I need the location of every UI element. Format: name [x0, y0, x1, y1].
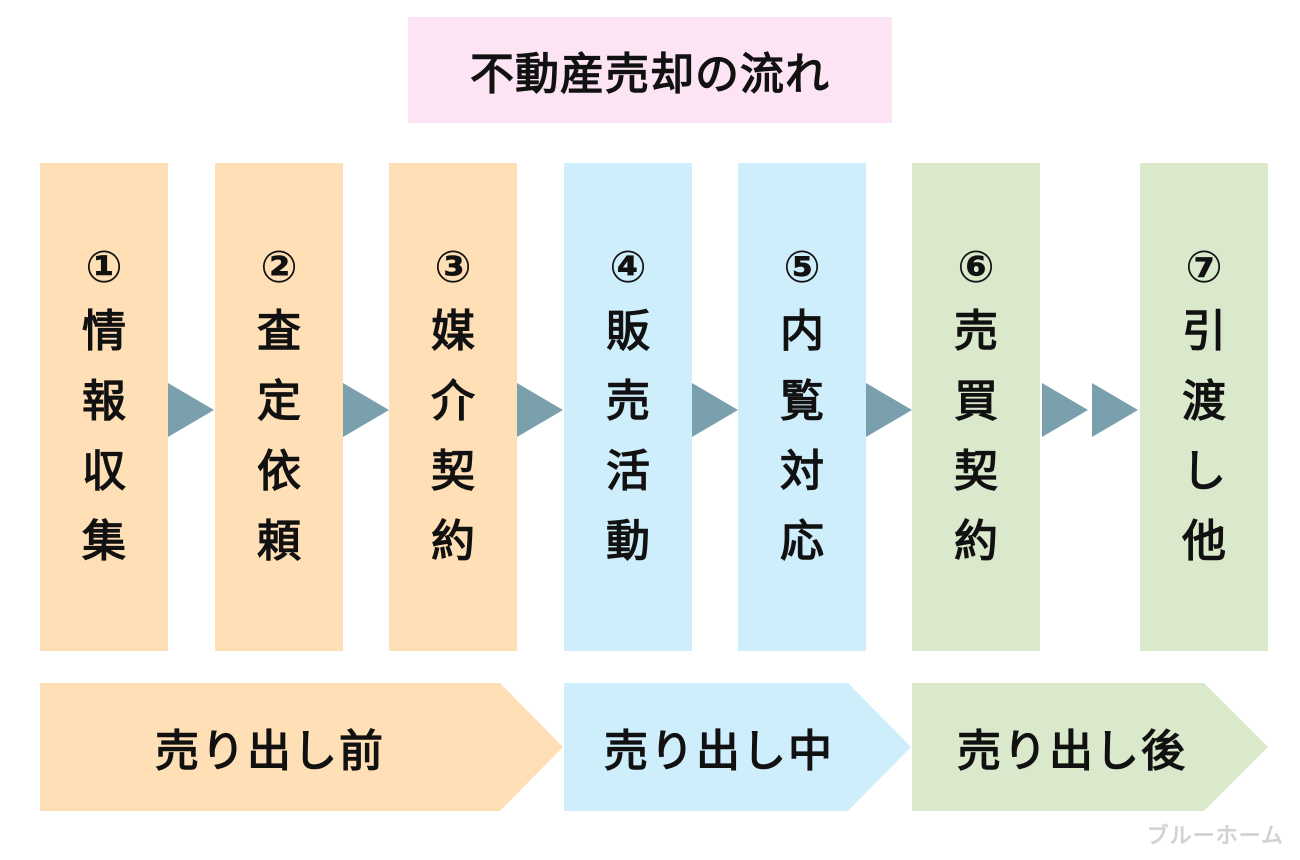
step-3-box: ③ 媒 介 契 約	[389, 163, 517, 651]
step-2-char-4: 頼	[257, 516, 301, 567]
phase-before-label: 売り出し前	[155, 726, 385, 777]
step-7-char-1: 引	[1182, 306, 1226, 357]
step-5-char-4: 応	[780, 516, 824, 567]
phase-after-shape	[912, 683, 1268, 811]
step-1-box: ① 情 報 収 集	[40, 163, 168, 651]
step-3-number: ③	[434, 242, 472, 293]
step-1-number: ①	[85, 242, 123, 293]
step-2-box: ② 査 定 依 頼	[215, 163, 343, 651]
step-6-char-2: 買	[954, 376, 998, 427]
step-5-char-3: 対	[780, 446, 824, 497]
step-3-char-4: 約	[431, 516, 475, 567]
step-5-number: ⑤	[783, 242, 821, 293]
step-1-char-1: 情	[82, 306, 126, 357]
phase-before-shape	[40, 683, 563, 811]
step-5-char-2: 覧	[780, 376, 824, 427]
diagram-title: 不動産売却の流れ	[408, 17, 892, 123]
step-3-char-1: 媒	[431, 306, 475, 357]
step-5-box: ⑤ 内 覧 対 応	[738, 163, 866, 651]
arrow-step-6-to-7-a	[1042, 383, 1088, 437]
step-6-char-3: 契	[954, 446, 998, 497]
step-5-char-1: 内	[780, 306, 824, 357]
arrow-step-5-to-6	[866, 383, 912, 437]
step-2-char-2: 定	[257, 376, 301, 427]
phase-during-label: 売り出し中	[604, 726, 834, 777]
step-6-box: ⑥ 売 買 契 約	[912, 163, 1040, 651]
step-7-char-3: し	[1182, 446, 1226, 497]
step-1-char-4: 集	[82, 516, 126, 567]
phase-during-shape	[564, 683, 911, 811]
step-4-char-1: 販	[606, 306, 650, 357]
step-4-char-4: 動	[606, 516, 650, 567]
arrow-step-4-to-5	[692, 383, 738, 437]
step-7-char-4: 他	[1182, 516, 1226, 567]
step-1-char-3: 収	[82, 446, 126, 497]
step-3-char-2: 介	[431, 376, 475, 427]
arrow-step-1-to-2	[168, 383, 214, 437]
step-2-char-1: 査	[257, 306, 301, 357]
arrow-step-2-to-3	[343, 383, 389, 437]
step-6-char-1: 売	[954, 306, 998, 357]
step-7-box: ⑦ 引 渡 し 他	[1140, 163, 1268, 651]
step-1-char-2: 報	[82, 376, 126, 427]
step-2-char-3: 依	[257, 446, 301, 497]
step-4-char-3: 活	[606, 446, 650, 497]
step-4-char-2: 売	[606, 376, 650, 427]
step-7-char-2: 渡	[1182, 376, 1226, 427]
arrow-step-3-to-4	[517, 383, 563, 437]
step-3-char-3: 契	[431, 446, 475, 497]
step-7-number: ⑦	[1185, 242, 1223, 293]
step-6-char-4: 約	[954, 516, 998, 567]
step-4-number: ④	[609, 242, 647, 293]
step-2-number: ②	[260, 242, 298, 293]
watermark: ブルーホーム	[1146, 824, 1284, 849]
step-4-box: ④ 販 売 活 動	[564, 163, 692, 651]
arrow-step-6-to-7-b	[1092, 383, 1138, 437]
step-6-number: ⑥	[957, 242, 995, 293]
phase-after-label: 売り出し後	[957, 726, 1187, 777]
